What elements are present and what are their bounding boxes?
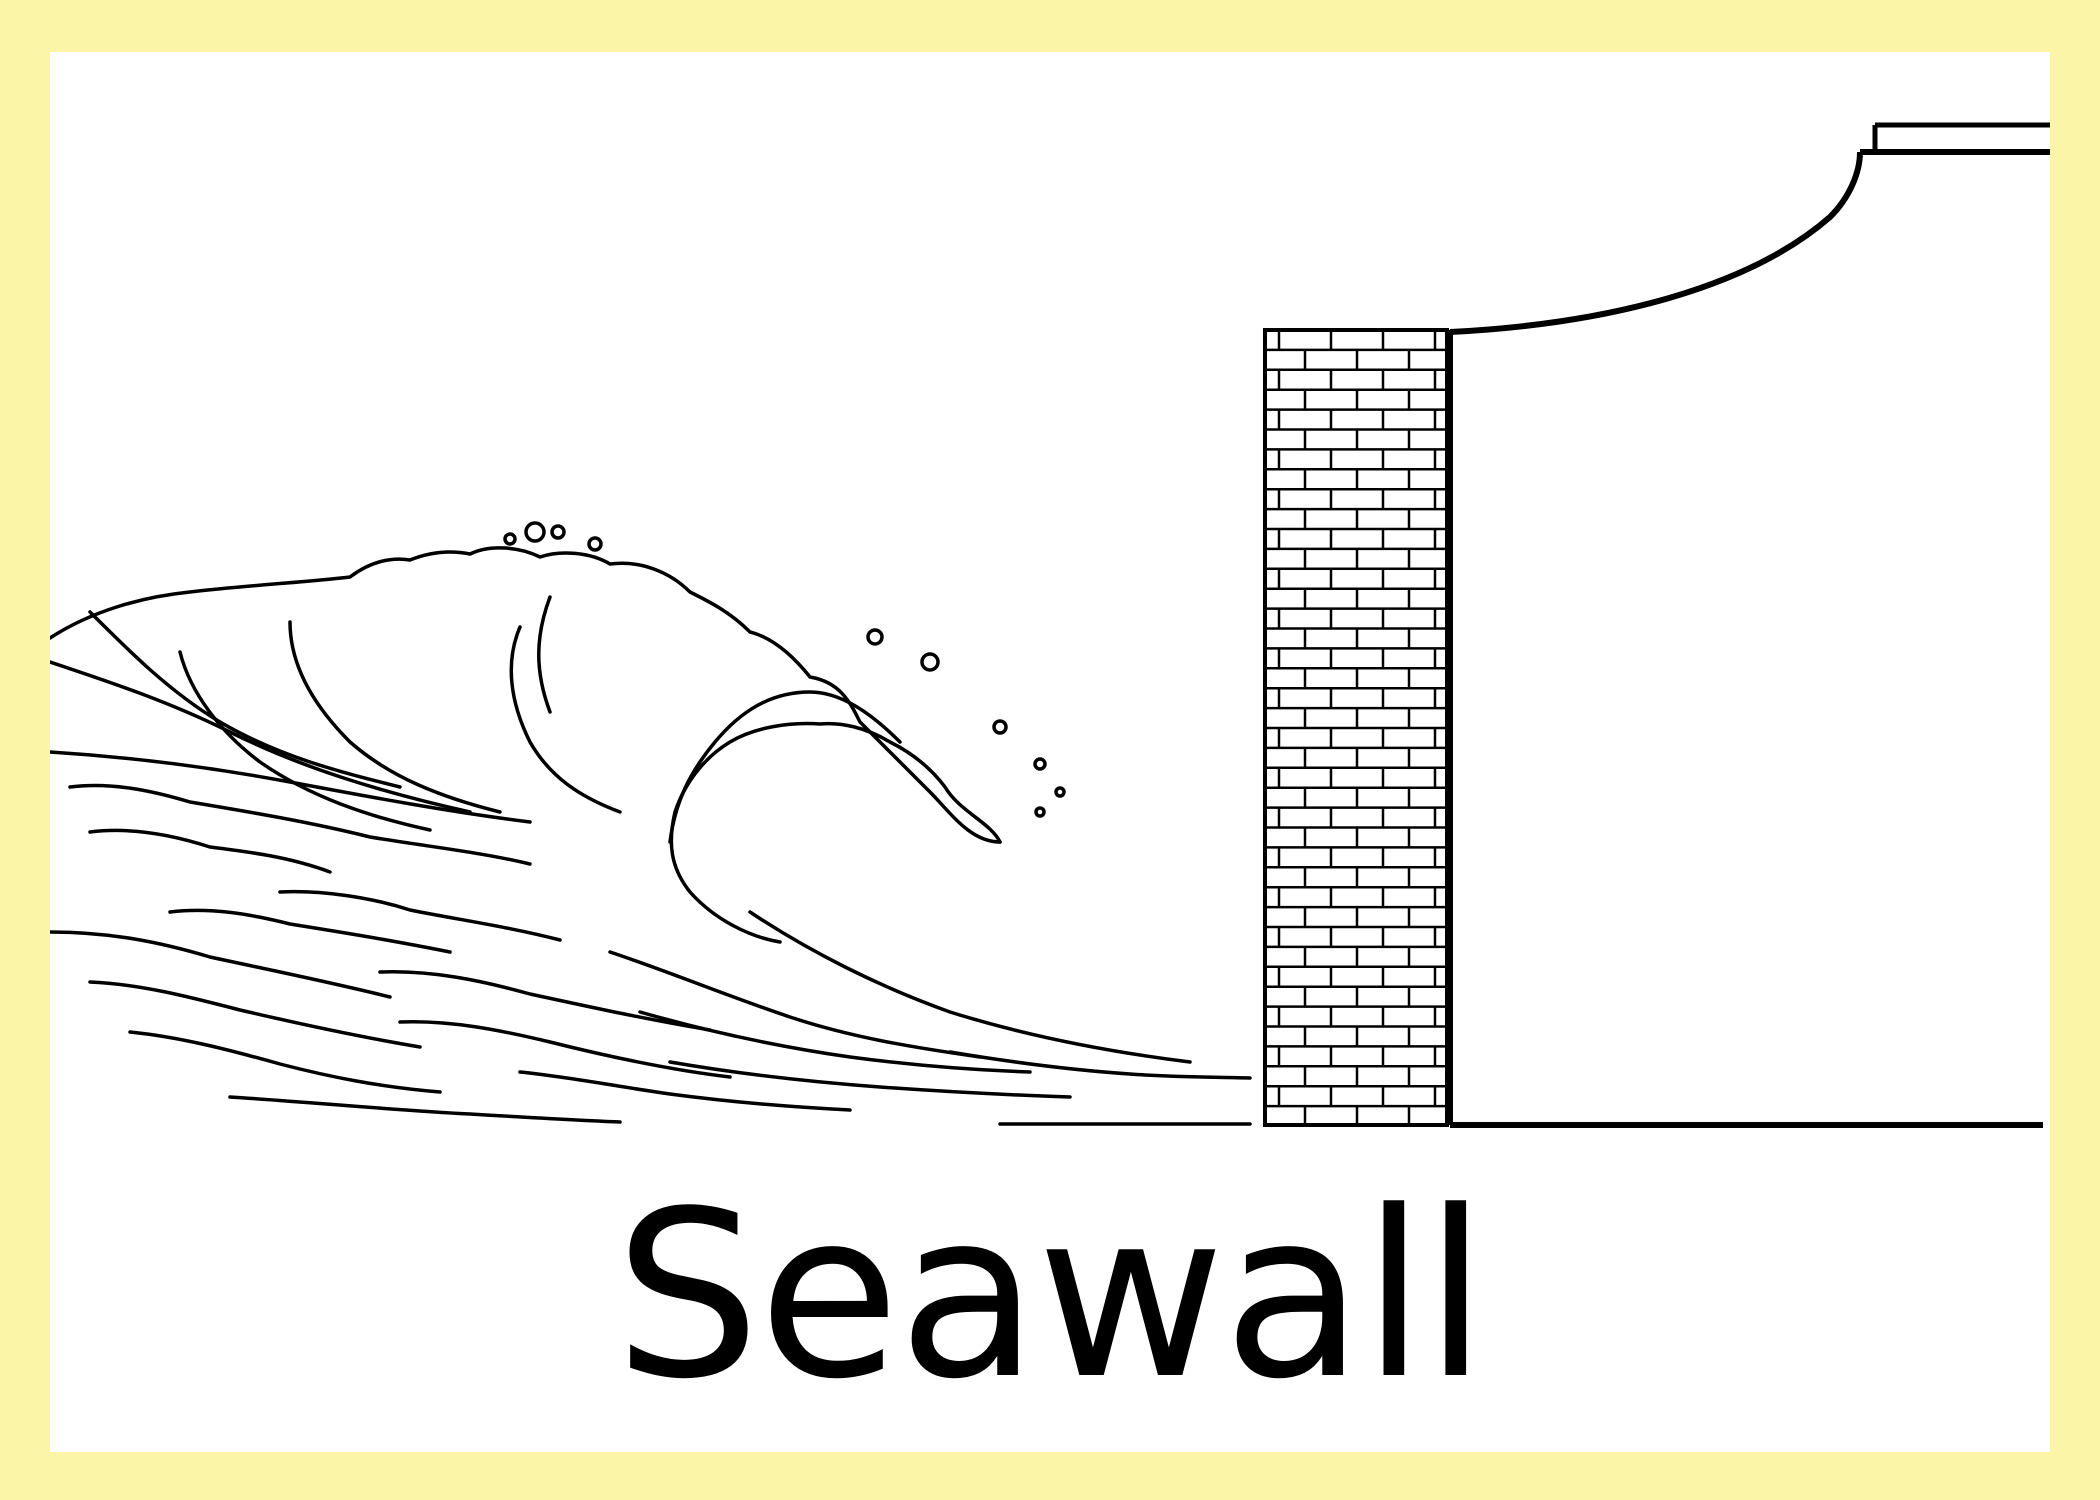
brick-seawall-icon	[1263, 122, 2050, 1128]
breaking-wave-icon	[50, 521, 1252, 1126]
seawall-illustration	[50, 122, 2050, 1128]
illustration-card: Seawall	[50, 52, 2050, 1452]
caption-title: Seawall	[614, 1163, 1487, 1430]
